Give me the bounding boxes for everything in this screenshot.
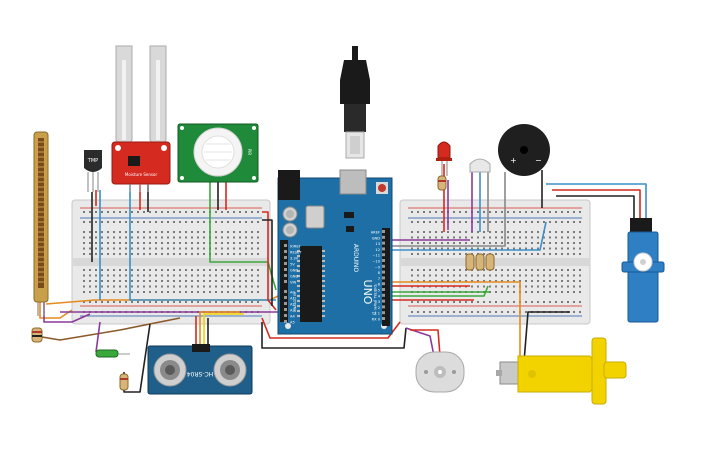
pin-label: GND [372, 236, 380, 240]
pin-label: AREF [371, 231, 380, 235]
pin-label: IOREF [290, 245, 301, 249]
pin-label: 12 [375, 248, 380, 252]
pin-label: 4 [378, 294, 381, 298]
wires [35, 164, 647, 393]
buzzer-plus-icon: + [510, 156, 517, 165]
resistors [465, 253, 495, 271]
ultrasonic-sensor-label: HC-SR04 [187, 370, 214, 377]
piezo-buzzer: + − [498, 124, 550, 176]
pin-label: 2 [378, 306, 380, 310]
digital-header-label: DIGITAL (PWM ~) [373, 285, 377, 316]
resistor [119, 373, 129, 391]
temperature-sensor: TMP [84, 150, 102, 192]
pin-label: A3 [290, 309, 295, 313]
pir-sensor-label: PIR [247, 149, 252, 156]
pin-label: ~5 [375, 289, 380, 293]
red-led [436, 141, 452, 191]
servo-motor [621, 218, 665, 323]
pin-label: A4 [290, 315, 295, 319]
pin-label: ~3 [375, 300, 380, 304]
analog-header-label: ANALOG IN [293, 292, 297, 312]
diode [95, 349, 130, 358]
pin-label: ~6 [375, 283, 381, 287]
flex-sensor [33, 131, 49, 316]
pin-label: A1 [290, 297, 295, 301]
pin-label: A2 [290, 303, 295, 307]
usb-cable [340, 46, 370, 159]
pin-label: GND [290, 275, 298, 279]
pin-label: VIN [290, 281, 297, 285]
soil-moisture-sensor: Moisture Sensor [111, 45, 171, 192]
soil-sensor-label: Moisture Sensor [125, 172, 158, 177]
pin-label: 5V [290, 263, 295, 267]
ultrasonic-sensor: HC-SR04 [147, 344, 253, 395]
arduino-brand: ARDUINO [352, 244, 359, 273]
dc-motor [415, 351, 465, 393]
pin-label: 7 [378, 277, 380, 281]
arduino-model: UNO [361, 280, 374, 305]
breadboard-right [399, 199, 591, 325]
pin-label: RX 0 [372, 318, 381, 322]
pin-label: ~9 [375, 265, 381, 269]
temperature-sensor-label: TMP [87, 158, 98, 164]
gear-motor [496, 337, 627, 405]
pir-sensor: PIR [177, 123, 259, 183]
pin-label: 13 [375, 242, 380, 246]
pin-label: A0 [290, 291, 295, 295]
pin-label: 3.3V [290, 257, 299, 261]
pin-label: RESET [290, 251, 302, 255]
pin-label: GND [290, 269, 298, 273]
resistor [31, 327, 43, 343]
pin-label: 8 [378, 271, 381, 275]
buzzer-minus-icon: − [535, 156, 542, 165]
pin-label: ~10 [372, 260, 380, 264]
pin-label: TX 1 [371, 312, 380, 316]
pin-label: ~11 [372, 254, 380, 258]
rgb-led [469, 158, 491, 173]
pin-label: A5 [290, 321, 295, 325]
arduino-uno: ARDUINO UNO DIGITAL (PWM ~) ANALOG IN IO… [277, 169, 393, 335]
